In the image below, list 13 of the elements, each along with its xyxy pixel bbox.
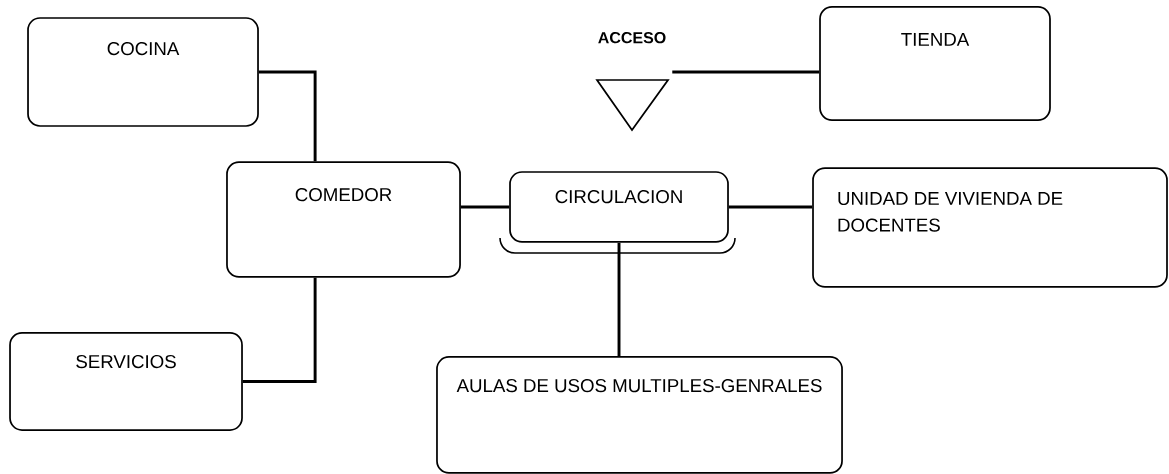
connector-line	[258, 70, 317, 162]
room-box: COMEDOR	[226, 161, 461, 278]
connector-line	[728, 205, 813, 209]
circulation-box: CIRCULACION	[509, 171, 729, 243]
connector-line	[672, 70, 820, 74]
room-box: UNIDAD DE VIVIENDA DE DOCENTES	[812, 167, 1168, 288]
connector-line	[617, 242, 621, 357]
room-box: COCINA	[27, 17, 259, 127]
room-box: AULAS DE USOS MULTIPLES-GENRALES	[436, 356, 843, 474]
room-box: SERVICIOS	[9, 332, 243, 431]
connector-line	[242, 277, 317, 383]
connector-line	[460, 205, 510, 209]
room-box: TIENDA	[819, 6, 1051, 121]
